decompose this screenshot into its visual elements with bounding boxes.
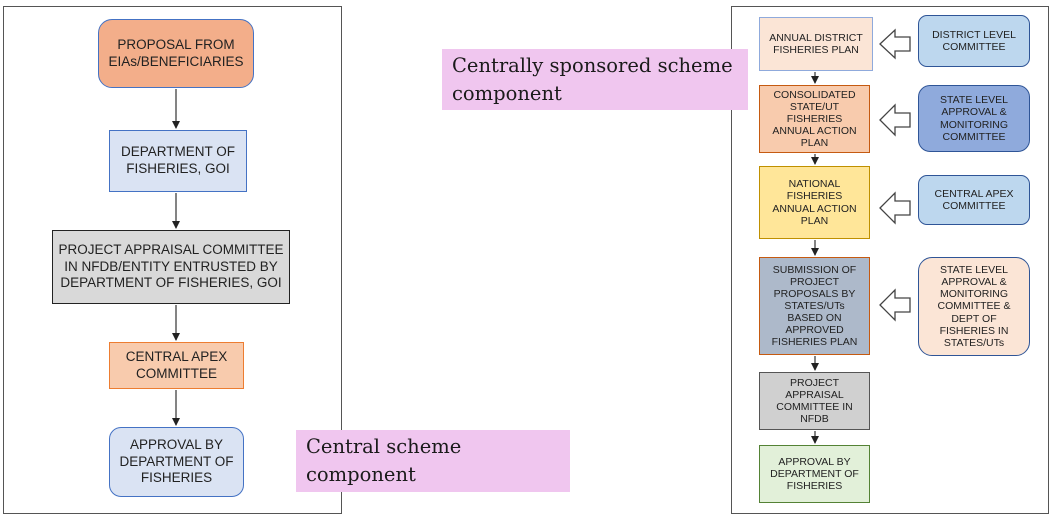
submission-box: SUBMISSION OF PROJECT PROPOSALS BY STATE… [759,257,870,355]
consolidated-plan-box: CONSOLIDATED STATE/UT FISHERIES ANNUAL A… [759,85,870,153]
approval-box: APPROVAL BY DEPARTMENT OF FISHERIES [109,427,244,497]
block-arrow-apex [879,191,911,225]
annual-district-plan-box: ANNUAL DISTRICT FISHERIES PLAN [759,17,873,71]
central-apex-box: CENTRAL APEX COMMITTEE [109,342,244,389]
department-box: DEPARTMENT OF FISHERIES, GOI [109,130,247,192]
block-arrow-state [879,103,911,137]
state-dept-committee-box: STATE LEVEL APPROVAL & MONITORING COMMIT… [918,257,1030,356]
proposal-box: PROPOSAL FROM EIAs/BENEFICIARIES [98,19,254,88]
central-scheme-label: Central scheme component [296,430,570,492]
block-arrow-state-dept [879,288,911,322]
central-apex-committee-box: CENTRAL APEX COMMITTEE [918,175,1030,225]
district-committee-box: DISTRICT LEVEL COMMITTEE [918,15,1030,67]
block-arrow-district [879,28,911,60]
state-committee-box: STATE LEVEL APPROVAL & MONITORING COMMIT… [918,85,1030,152]
right-approval-box: APPROVAL BY DEPARTMENT OF FISHERIES [759,445,870,503]
centrally-sponsored-label: Centrally sponsored scheme component [442,49,748,110]
nfdb-appraisal-box: PROJECT APPRAISAL COMMITTEE IN NFDB [759,372,870,430]
national-plan-box: NATIONAL FISHERIES ANNUAL ACTION PLAN [759,166,870,239]
project-appraisal-box: PROJECT APPRAISAL COMMITTEE IN NFDB/ENTI… [52,230,290,304]
